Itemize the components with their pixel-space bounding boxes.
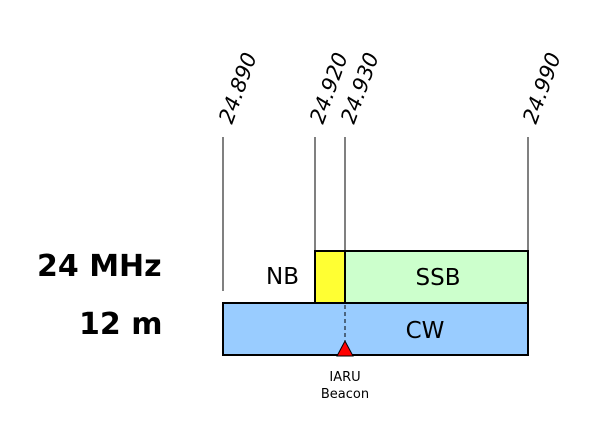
segment-label-nb: NB [266, 264, 299, 290]
beacon-label-line1: IARU [329, 370, 360, 385]
segment-cw [222, 302, 529, 356]
beacon-label-line2: Beacon [321, 387, 369, 402]
band-wavelength-name: 12 m [79, 307, 162, 342]
frequency-label-24890: 24.890 [214, 49, 262, 126]
band-frequency-name: 24 MHz [37, 249, 162, 284]
segment-nb [314, 250, 346, 304]
segment-ssb [344, 250, 529, 304]
beacon-triangle-icon [336, 339, 354, 357]
segment-label-cw: CW [406, 318, 445, 344]
segment-label-ssb: SSB [416, 265, 461, 291]
frequency-label-24990: 24.990 [518, 49, 566, 126]
